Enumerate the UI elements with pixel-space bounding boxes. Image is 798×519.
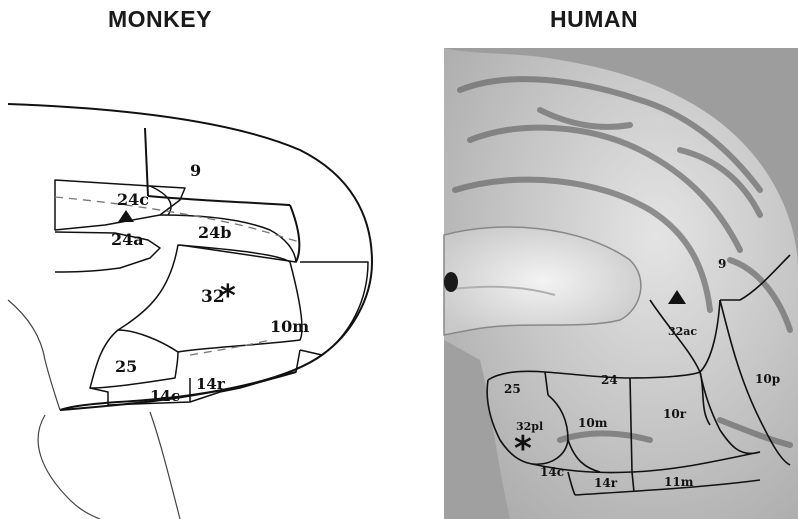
human-label-25: 25 [504,382,521,396]
human-label-14r: 14r [594,476,618,490]
human-label-9: 9 [718,257,726,271]
human-label-11m: 11m [664,475,694,489]
human-label-10m: 10m [578,416,608,430]
human-label-10p: 10p [755,372,780,386]
human-label-24: 24 [601,373,618,387]
human-star-marker: * [514,429,532,469]
human-label-10r: 10r [663,407,687,421]
human-label-14c: 14c [540,465,564,479]
human-label-32ac: 32ac [668,325,697,338]
